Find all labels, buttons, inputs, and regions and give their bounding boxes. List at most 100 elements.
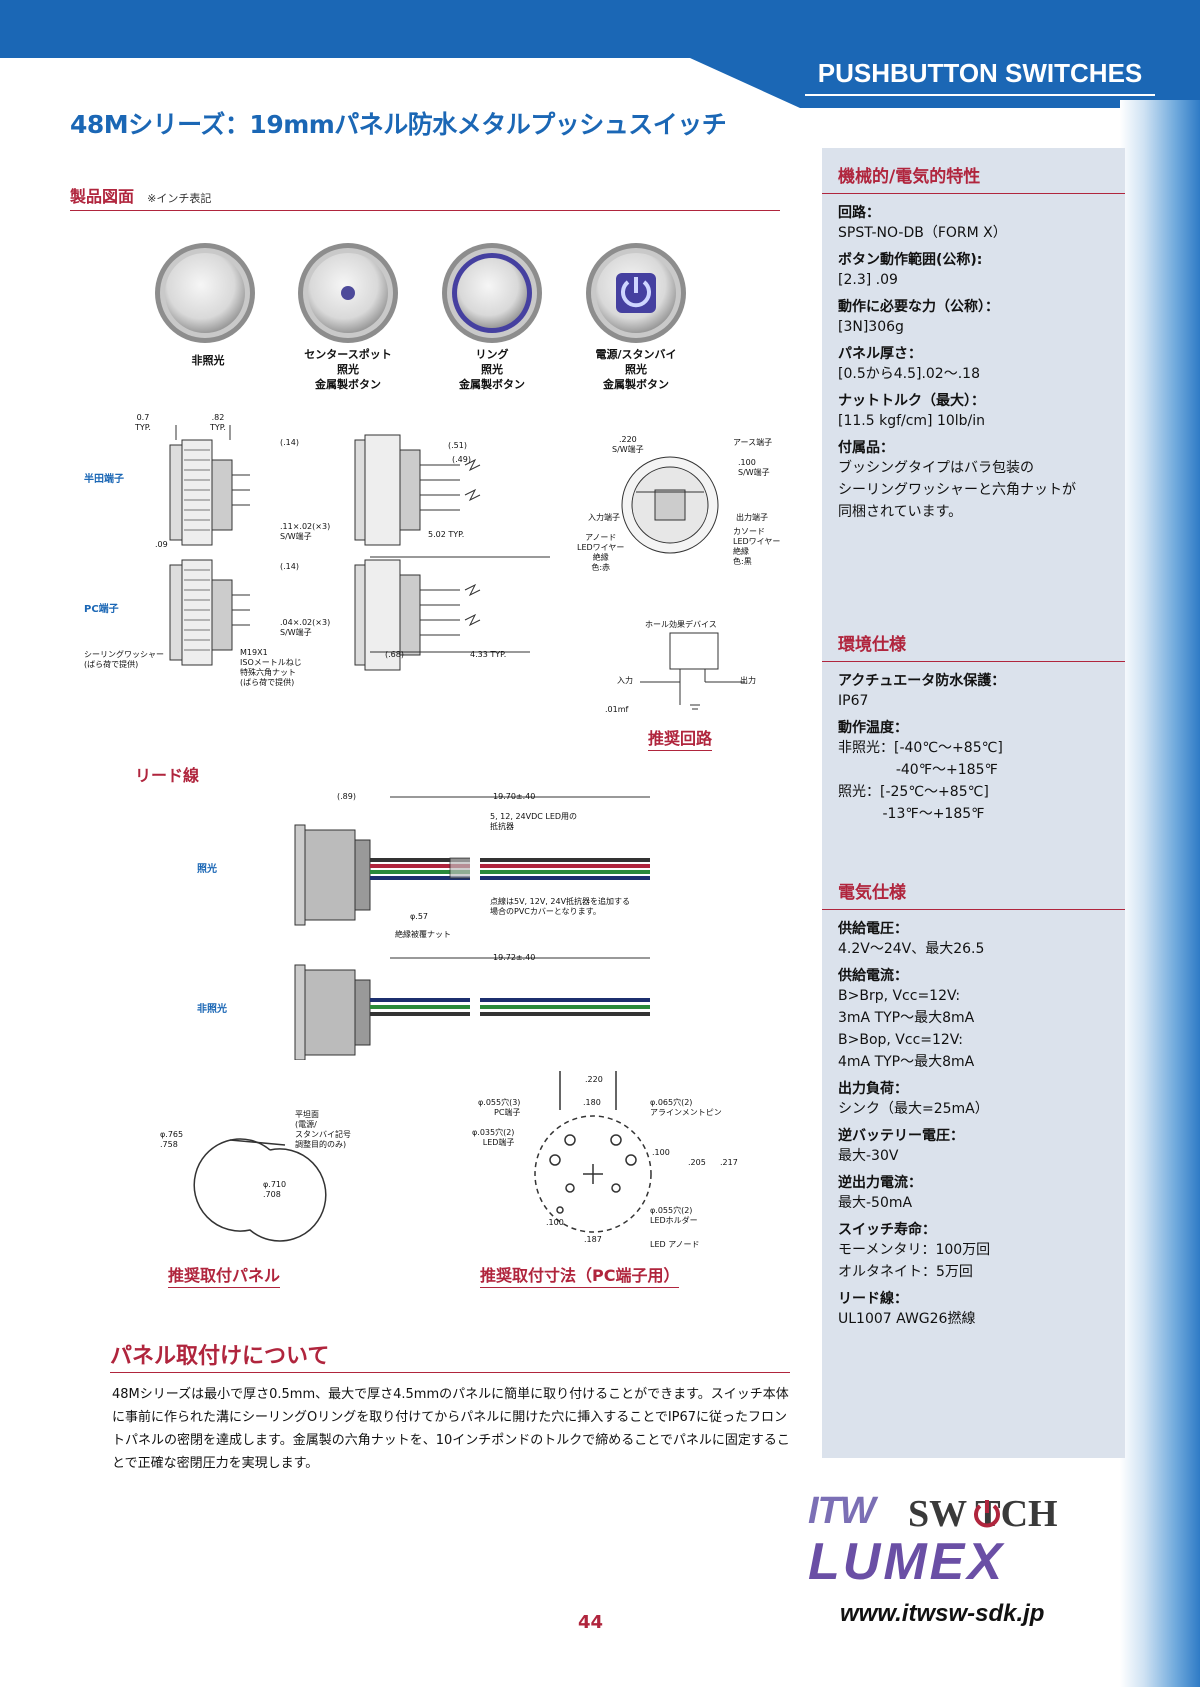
spec-value: 最大-30V <box>838 1148 899 1164</box>
logo-itw: ITW <box>808 1490 876 1532</box>
spec-value: 最大-50mA <box>838 1195 913 1211</box>
panel-phi1: φ.765 .758 <box>160 1130 184 1149</box>
button-label-unlit: 非照光 <box>191 354 225 367</box>
spec-label: 逆出力電流： <box>838 1175 922 1191</box>
spec-value: 非照光：[-40℃～+85℃] -40℉～+185℉ 照光：[-25℃～+85℃… <box>838 740 1003 822</box>
spec-panel: 機械的/電気的特性 回路：SPST-NO-DB（FORM X）ボタン動作範囲(公… <box>822 148 1125 1458</box>
hole-dim: .100 <box>652 1148 670 1157</box>
hole-dim: .180 <box>583 1098 601 1107</box>
drawing-heading: 製品図面 ※インチ表記 <box>70 183 780 211</box>
hole-label: LED アノード <box>650 1240 700 1249</box>
circuit-cap-label: .01mf <box>605 705 629 714</box>
dim-label: .11×.02(×3) S/W端子 <box>280 522 331 541</box>
spec-label: 回路： <box>838 205 880 221</box>
page-title: 48Mシリーズ：19mmパネル防水メタルプッシュスイッチ <box>70 110 727 139</box>
lead-dim: (.89) <box>337 792 356 801</box>
pc-mount-caption: 推奨取付寸法（PC端子用） <box>480 1262 680 1288</box>
hole-dim: .217 <box>720 1158 738 1167</box>
spec-label: 逆バッテリー電圧： <box>838 1128 964 1144</box>
spec-heading: 電気仕様 <box>822 870 1125 910</box>
spec-label: ナットトルク（最大）： <box>838 393 985 409</box>
lead-heading: リード線 <box>135 766 200 785</box>
dim-label: (.68) <box>385 650 404 659</box>
circuit-caption: 推奨回路 <box>648 725 713 751</box>
button-label-power: 電源/スタンバイ 照光 金属製ボタン <box>595 348 677 391</box>
terminal-label: .220 S/W端子 <box>612 435 644 454</box>
button-center-spot <box>298 243 398 343</box>
drawing-heading-note: ※インチ表記 <box>147 192 212 205</box>
power-icon <box>974 1500 1000 1528</box>
dim-label: (.14) <box>280 438 299 447</box>
spec-label: 供給電流： <box>838 968 908 984</box>
circuit-out-label: 出力 <box>740 676 756 685</box>
spec-section-mech: 機械的/電気的特性 回路：SPST-NO-DB（FORM X）ボタン動作範囲(公… <box>822 154 1125 523</box>
button-unlit <box>155 243 255 343</box>
spec-value: [2.3] .09 <box>838 272 898 288</box>
dim-label: 4.33 TYP. <box>470 650 507 659</box>
spec-value: [3N]306g <box>838 319 904 335</box>
spec-label: リード線： <box>838 1291 908 1307</box>
spec-items: 回路：SPST-NO-DB（FORM X）ボタン動作範囲(公称):[2.3] .… <box>838 202 1125 523</box>
dim-label: (.49) <box>452 455 471 464</box>
spec-value: IP67 <box>838 693 869 709</box>
insulated-nut-label: 絶縁被覆ナット <box>395 930 451 939</box>
spec-label: パネル厚さ： <box>838 346 922 362</box>
terminal-label: 入力端子 <box>588 513 620 522</box>
solder-terminal-label: 半田端子 <box>84 474 124 485</box>
hole-dim: .187 <box>584 1235 602 1244</box>
website-link[interactable]: www.itwsw-sdk.jp <box>840 1600 1045 1627</box>
lead-length-unlit: 19.72±.40 <box>493 953 536 962</box>
terminal-label: アース端子 <box>733 438 773 447</box>
mounting-body: 48Mシリーズは最小で厚さ0.5mm、最大で厚さ4.5mmのパネルに簡単に取り付… <box>112 1387 790 1471</box>
panel-phi2: φ.710 .708 <box>263 1180 287 1199</box>
resistor-label: 5, 12, 24VDC LED用の 抵抗器 <box>490 812 578 831</box>
header-band <box>0 0 1200 108</box>
mounting-heading: パネル取付けについて <box>110 1338 790 1373</box>
spec-heading: 環境仕様 <box>822 622 1125 662</box>
circuit-in-label: 入力 <box>617 676 633 685</box>
spec-value: [0.5から4.5].02～.18 <box>838 366 980 382</box>
drawing-heading-text: 製品図面 <box>70 187 135 206</box>
button-label-ring: リング 照光 金属製ボタン <box>459 348 525 391</box>
spec-value: シンク（最大=25mA） <box>838 1101 989 1117</box>
lead-length-lit: 19.70±.40 <box>493 792 536 801</box>
panel-drawings <box>193 1071 652 1242</box>
button-ring <box>442 243 542 343</box>
hole-label: φ.035穴(2) LED端子 <box>472 1128 515 1147</box>
hole-dim: .205 <box>688 1158 706 1167</box>
spec-value: ブッシングタイプはバラ包装の シーリングワッシャーと六角ナットが 同梱されていま… <box>838 460 1076 520</box>
spec-value: モーメンタリ：100万回 オルタネイト：5万回 <box>838 1242 991 1280</box>
itw-lumex-logo: ITW SW TCH LUMEX <box>808 1490 1108 1600</box>
terminal-label: カソード LEDワイヤー 絶縁 色:黒 <box>733 527 781 566</box>
pc-terminal-label: PC端子 <box>84 604 119 615</box>
spec-value: 4.2V～24V、最大26.5 <box>838 941 985 957</box>
section-header: PUSHBUTTON SWITCHES <box>805 58 1155 96</box>
logo-lumex: LUMEX <box>808 1533 1005 1591</box>
dim-label: .09 <box>155 540 168 549</box>
spec-label: スイッチ寿命： <box>838 1222 936 1238</box>
page-number: 44 <box>578 1612 604 1633</box>
dim-label: .04×.02(×3) S/W端子 <box>280 618 331 637</box>
hole-label: φ.065穴(2) アラインメントピン <box>650 1098 722 1117</box>
dim-label: (.14) <box>280 562 299 571</box>
hole-dim: .100 <box>546 1218 564 1227</box>
button-images <box>155 243 686 343</box>
lead-lit-label: 照光 <box>197 864 217 875</box>
spec-label: ボタン動作範囲(公称): <box>838 252 983 268</box>
pvc-note: 点線は5V, 12V, 24V抵抗器を追加する 場合のPVCカバーとなります。 <box>490 897 631 916</box>
dim-label: 0.7 TYP. <box>135 413 151 432</box>
spec-value: [11.5 kgf/cm] 10lb/in <box>838 413 986 429</box>
hole-label: φ.055穴(3) PC端子 <box>478 1098 521 1117</box>
terminal-label: 出力端子 <box>736 513 768 522</box>
dim-label: 5.02 TYP. <box>428 530 465 539</box>
spec-value: B>Brp, Vcc=12V: 3mA TYP～最大8mA B>Bop, Vcc… <box>838 988 975 1070</box>
flat-note: 平坦面 (電源/ スタンバイ記号 調整目的のみ) <box>295 1110 351 1149</box>
spec-value: UL1007 AWG26撚線 <box>838 1311 976 1327</box>
spec-label: 付属品： <box>838 440 894 456</box>
terminal-label: アノード LEDワイヤー 絶縁 色:赤 <box>577 533 625 572</box>
logo-switch: SW TCH <box>908 1493 1058 1535</box>
